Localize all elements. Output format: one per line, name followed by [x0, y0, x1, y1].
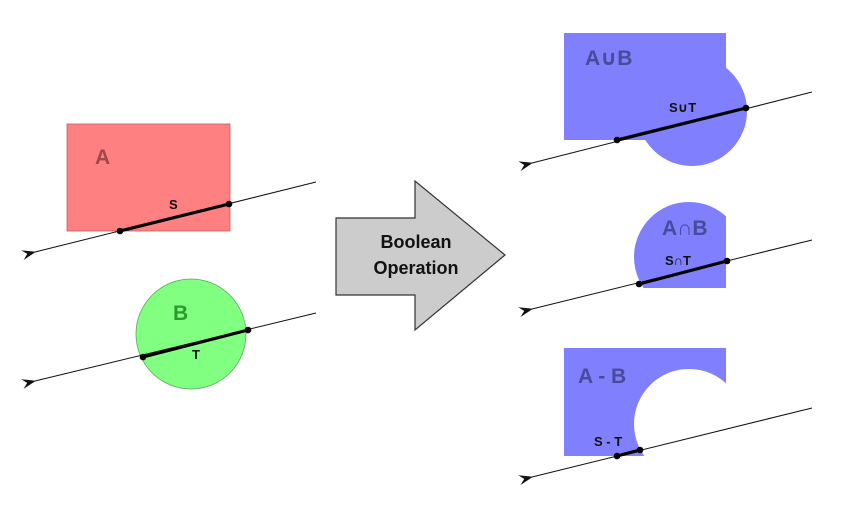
shape-a-group: A S	[21, 123, 317, 260]
segment-s-start-point	[116, 227, 124, 235]
intersection-result: A∩B S∩T	[518, 202, 813, 317]
segment-t	[142, 328, 249, 359]
segment-intersection-label: S∩T	[665, 253, 691, 268]
segment-s	[119, 202, 230, 233]
segment-t-label: T	[192, 347, 200, 362]
rectangle-a	[66, 123, 231, 232]
segment-difference-label: S - T	[594, 434, 622, 449]
boolean-operation-arrow: Boolean Operation	[335, 179, 506, 332]
difference-label: A - B	[578, 365, 626, 388]
arrow-label-line1: Boolean	[380, 232, 451, 252]
segment-intersection-end-point	[723, 257, 731, 265]
ray-difference	[518, 407, 813, 485]
arrow-shape	[335, 179, 506, 332]
segment-s-end-point	[225, 200, 233, 208]
segment-difference	[616, 448, 641, 458]
segment-difference-end-point	[636, 446, 644, 454]
difference-hole	[634, 369, 726, 456]
shape-b-group: B T	[21, 278, 317, 390]
arrow-label-line2: Operation	[373, 258, 458, 278]
shape-b-label: B	[173, 302, 188, 325]
segment-s-label: S	[169, 197, 178, 212]
segment-union-start-point	[613, 136, 621, 144]
union-circle-part	[637, 56, 747, 166]
segment-difference-start-point	[613, 452, 621, 460]
segment-union	[616, 106, 747, 142]
segment-t-start-point	[139, 353, 147, 361]
segment-t-end-point	[244, 326, 252, 334]
segment-intersection	[638, 259, 728, 286]
union-label: A∪B	[585, 47, 632, 70]
difference-result: A - B S - T	[518, 348, 813, 485]
intersection-label: A∩B	[662, 217, 708, 240]
segment-union-end-point	[742, 104, 750, 112]
segment-intersection-start-point	[635, 280, 643, 288]
union-result: A∪B S∪T	[518, 33, 813, 172]
circle-b	[135, 278, 247, 390]
shape-a-label: A	[95, 146, 110, 169]
segment-union-label: S∪T	[669, 100, 696, 115]
